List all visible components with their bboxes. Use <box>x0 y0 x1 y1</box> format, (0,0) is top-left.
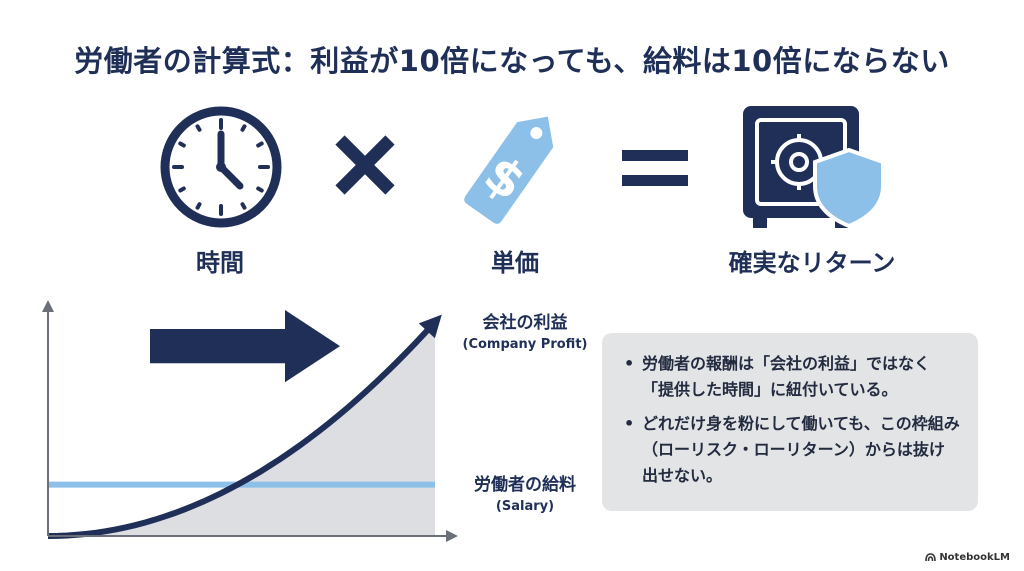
notebooklm-logo-icon <box>925 553 937 562</box>
time-label: 時間 <box>196 249 244 277</box>
profit-label-jp: 会社の利益 <box>482 313 568 333</box>
profit-series-line <box>47 319 438 539</box>
profit-arrowhead <box>418 314 442 339</box>
right-arrow-icon <box>150 310 340 383</box>
note-item: どれだけ身を粉にして働いても、この枠組み（ローリスク・ローリターン）からは抜け出… <box>624 411 960 489</box>
salary-label-jp: 労働者の給料 <box>474 475 576 495</box>
profit-label-en: (Company Profit) <box>462 337 588 352</box>
clock-icon <box>160 106 282 228</box>
salary-label-en: (Salary) <box>495 499 555 514</box>
sure-return-label: 確実なリターン <box>728 249 896 277</box>
salary-series-label: 労働者の給料 (Salary) <box>440 470 610 514</box>
explanation-note-box: 労働者の報酬は「会社の利益」ではなく「提供した時間」に紐付いている。 どれだけ身… <box>602 333 978 511</box>
profit-vs-salary-chart <box>42 300 458 542</box>
brand-mark: NotebookLM <box>925 552 1010 563</box>
unit-price-label: 単価 <box>491 249 539 277</box>
safe-shield-icon <box>743 106 885 229</box>
page-title: 労働者の計算式：利益が10倍になっても、給料は10倍にならない <box>74 44 950 78</box>
profit-series-label: 会社の利益 (Company Profit) <box>440 308 610 352</box>
note-item: 労働者の報酬は「会社の利益」ではなく「提供した時間」に紐付いている。 <box>624 351 960 403</box>
brand-name: NotebookLM <box>939 552 1010 563</box>
equals-icon <box>622 150 688 186</box>
price-tag-icon: $ <box>464 116 554 224</box>
times-icon <box>335 135 395 195</box>
